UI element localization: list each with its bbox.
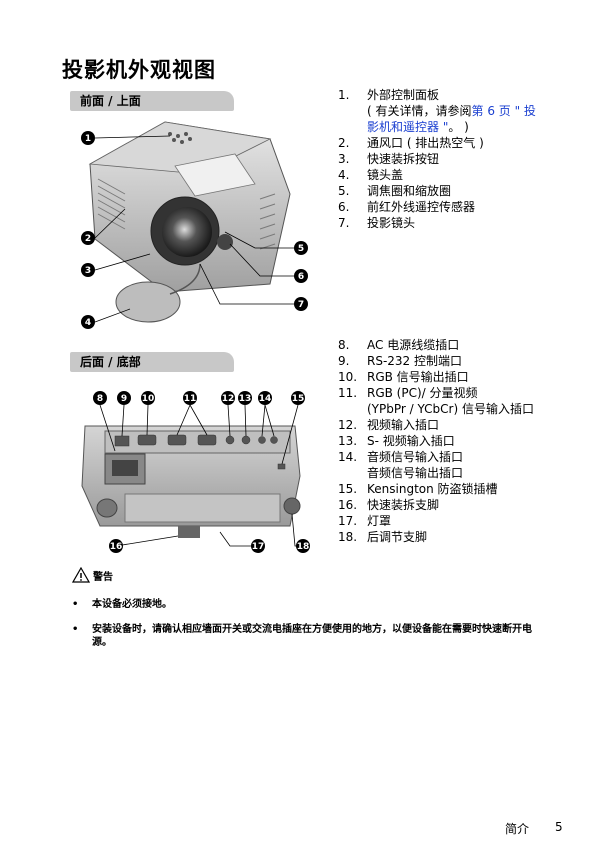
front-view-figure: 1 2 3 4 5 6 7 <box>81 121 308 329</box>
footer-section: 简介 <box>505 822 530 836</box>
warning-label: 警告 <box>93 571 113 583</box>
list-item: 3.快速装拆按钮 <box>338 152 440 166</box>
list-item: 13.S- 视频输入插口 <box>338 434 455 448</box>
callout-3: 3 <box>85 266 91 276</box>
callout-7: 7 <box>298 300 304 310</box>
list-item: 7.投影镜头 <box>338 216 416 230</box>
warning-heading: 警告 <box>72 567 113 583</box>
front-section-header: 前面 / 上面 <box>70 91 234 111</box>
callout-18: 18 <box>297 542 310 552</box>
list-item: 6.前红外线遥控传感器 <box>338 200 476 214</box>
callout-14: 14 <box>259 394 272 404</box>
page-reference-link-cont[interactable]: 影机和遥控器 " <box>367 120 449 134</box>
rear-section-header: 后面 / 底部 <box>70 352 234 372</box>
list-item: 15.Kensington 防盗锁插槽 <box>338 482 498 496</box>
page-title: 投影机外观视图 <box>62 58 216 82</box>
callout-17: 17 <box>252 542 265 552</box>
callout-16: 16 <box>110 542 123 552</box>
front-callouts: 1 2 3 4 5 6 7 <box>81 131 308 329</box>
list-item: 17.灯罩 <box>338 514 392 528</box>
page-number: 5 <box>555 820 563 834</box>
list-item: 影机和遥控器 "。 ) <box>367 120 469 134</box>
list-item: 16.快速装拆支脚 <box>338 498 440 512</box>
rear-parts-list: 8.AC 电源线缆插口 9.RS-232 控制端口 10.RGB 信号输出插口 … <box>338 337 534 545</box>
callout-4: 4 <box>85 318 91 328</box>
callout-9: 9 <box>121 394 127 404</box>
list-item: 2.通风口 ( 排出热空气 ) <box>338 136 484 150</box>
list-item: 9.RS-232 控制端口 <box>338 354 463 368</box>
list-item: 1.外部控制面板 <box>338 88 440 102</box>
list-item: 4.镜头盖 <box>338 168 404 182</box>
list-item: 18.后调节支脚 <box>338 530 428 544</box>
list-item: 音频信号输出插口 <box>367 466 464 480</box>
list-item: 8.AC 电源线缆插口 <box>338 338 460 352</box>
list-item: 10.RGB 信号输出插口 <box>338 370 469 384</box>
rear-view-figure: 8 9 10 11 12 13 14 15 16 17 18 <box>81 391 310 553</box>
list-item: 14.音频信号输入插口 <box>338 450 464 464</box>
list-item: •安装设备时，请确认相应墙面开关或交流电插座在方便使用的地方，以便设备能在需要时… <box>72 624 532 648</box>
callout-2: 2 <box>85 234 91 244</box>
warning-triangle-icon <box>72 567 90 583</box>
callout-12: 12 <box>222 394 235 404</box>
callout-8: 8 <box>97 394 103 404</box>
rear-callouts: 8 9 10 11 12 13 14 15 16 17 18 <box>93 391 310 553</box>
warning-list: •本设备必须接地。 •安装设备时，请确认相应墙面开关或交流电插座在方便使用的地方… <box>72 598 542 661</box>
list-item: •本设备必须接地。 <box>72 599 172 610</box>
list-item: 11.RGB (PC)/ 分量视频 <box>338 386 478 400</box>
callout-5: 5 <box>298 244 304 254</box>
list-item: ( 有关详情，请参阅第 6 页 " 投 <box>367 104 536 118</box>
front-parts-list: 1.外部控制面板 ( 有关详情，请参阅第 6 页 " 投 影机和遥控器 "。 )… <box>338 87 536 231</box>
list-item: 12.视频输入插口 <box>338 418 440 432</box>
callout-6: 6 <box>298 272 304 282</box>
callout-15: 15 <box>292 394 305 404</box>
callout-13: 13 <box>239 394 252 404</box>
list-item: (YPbPr / YCbCr) 信号输入插口 <box>367 402 534 416</box>
page-reference-link[interactable]: 第 6 页 " 投 <box>471 104 536 118</box>
list-item: 5.调焦圈和缩放圈 <box>338 184 452 198</box>
callout-10: 10 <box>142 394 155 404</box>
callout-1: 1 <box>85 134 91 144</box>
callout-11: 11 <box>184 394 197 404</box>
